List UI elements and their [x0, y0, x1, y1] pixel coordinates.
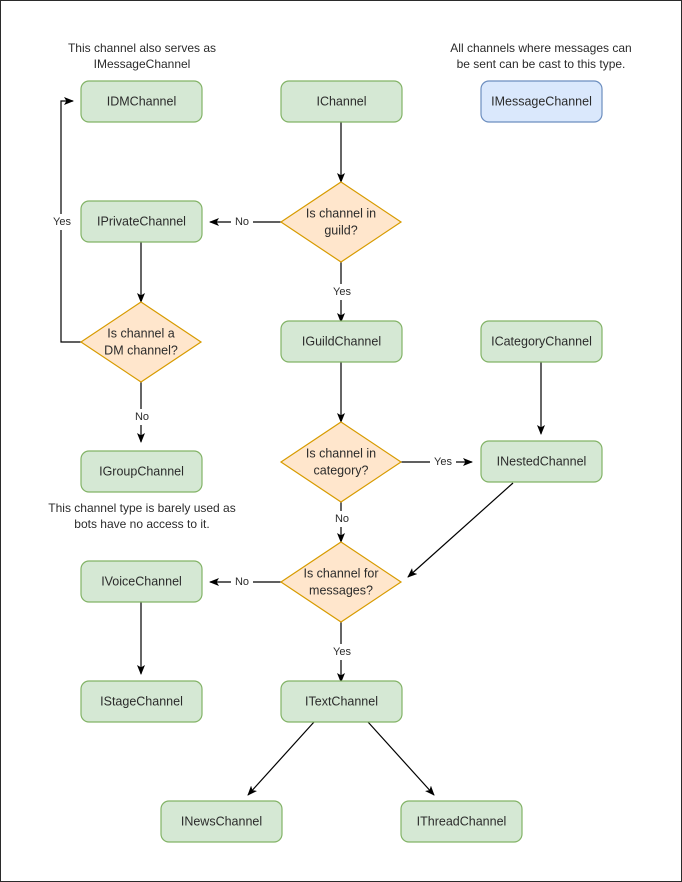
note-dm-line1: This channel also serves as	[68, 41, 216, 55]
node-idmchannel-label: IDMChannel	[107, 94, 176, 108]
node-ichannel-shape[interactable]	[280, 80, 403, 123]
edge-label-guild-no: No	[235, 216, 249, 228]
node-icategorychannel-label: ICategoryChannel	[491, 334, 592, 348]
node-iguildchannel-label: IGuildChannel	[302, 334, 381, 348]
node-idmchannel-shape[interactable]	[80, 80, 203, 123]
edge-label-messages-no: No	[235, 576, 249, 588]
decision-is-channel-in-category-shape[interactable]	[279, 421, 403, 503]
node-inestedchannel-shape[interactable]	[480, 440, 603, 483]
node-ivoicechannel-label: IVoiceChannel	[101, 574, 182, 588]
decision-is-channel-a-dm-channel-line1: Is channel a	[107, 326, 174, 340]
edge-inestedchannel-to-messages	[407, 482, 514, 578]
decision-is-channel-a-dm-channel-line2: DM channel?	[104, 343, 178, 357]
node-inewschannel-label: INewsChannel	[181, 814, 262, 828]
node-imessagechannel-shape[interactable]	[480, 80, 603, 123]
decision-is-channel-for-messages[interactable]: Is channel for messages?	[279, 541, 403, 623]
node-imessagechannel[interactable]: IMessageChannel	[480, 80, 603, 123]
node-istagechannel-label: IStageChannel	[100, 694, 183, 708]
decision-is-channel-in-category-line1: Is channel in	[306, 446, 376, 460]
node-ithreadchannel[interactable]: IThreadChannel	[400, 800, 523, 843]
decision-is-channel-in-category[interactable]: Is channel in category?	[279, 421, 403, 503]
note-dm-line2: IMessageChannel	[94, 57, 191, 71]
node-ithreadchannel-shape[interactable]	[400, 800, 523, 843]
decision-is-channel-for-messages-line2: messages?	[309, 583, 373, 597]
edge-itextchannel-to-ithreadchannel	[367, 721, 435, 796]
decision-is-channel-in-guild-line2: guild?	[324, 223, 357, 237]
decision-is-channel-in-guild-line1: Is channel in	[306, 206, 376, 220]
node-inestedchannel-label: INestedChannel	[497, 454, 587, 468]
node-igroupchannel[interactable]: IGroupChannel	[80, 450, 203, 493]
edge-label-dm-no: No	[135, 411, 149, 423]
node-ivoicechannel-shape[interactable]	[80, 560, 203, 603]
node-inewschannel-shape[interactable]	[160, 800, 283, 843]
node-inewschannel[interactable]: INewsChannel	[160, 800, 283, 843]
node-iprivatechannel-label: IPrivateChannel	[97, 214, 186, 228]
node-igroupchannel-shape[interactable]	[80, 450, 203, 493]
node-itextchannel-label: ITextChannel	[305, 694, 378, 708]
node-igroupchannel-label: IGroupChannel	[99, 464, 184, 478]
node-iprivatechannel[interactable]: IPrivateChannel	[80, 200, 203, 243]
node-itextchannel-shape[interactable]	[280, 680, 403, 723]
node-ithreadchannel-label: IThreadChannel	[417, 814, 507, 828]
decision-is-channel-for-messages-line1: Is channel for	[303, 566, 378, 580]
decision-is-channel-a-dm-channel[interactable]: Is channel a DM channel?	[79, 301, 203, 383]
edge-label-category-no: No	[335, 513, 349, 525]
decision-is-channel-in-category-line2: category?	[314, 463, 369, 477]
decision-is-channel-a-dm-channel-shape[interactable]	[79, 301, 203, 383]
edge-label-guild-yes: Yes	[333, 286, 351, 298]
edge-label-category-yes: Yes	[434, 456, 452, 468]
node-iguildchannel[interactable]: IGuildChannel	[280, 320, 403, 363]
decision-is-channel-for-messages-shape[interactable]	[279, 541, 403, 623]
node-istagechannel-shape[interactable]	[80, 680, 203, 723]
node-icategorychannel[interactable]: ICategoryChannel	[480, 320, 603, 363]
decision-is-channel-in-guild[interactable]: Is channel in guild?	[279, 181, 403, 263]
node-iguildchannel-shape[interactable]	[280, 320, 403, 363]
edge-label-dm-yes: Yes	[53, 216, 71, 228]
node-inestedchannel[interactable]: INestedChannel	[480, 440, 603, 483]
edge-itextchannel-to-inewschannel	[247, 721, 315, 796]
node-idmchannel[interactable]: IDMChannel	[80, 80, 203, 123]
node-iprivatechannel-shape[interactable]	[80, 200, 203, 243]
node-ichannel-label: IChannel	[316, 94, 366, 108]
node-istagechannel[interactable]: IStageChannel	[80, 680, 203, 723]
node-imessagechannel-label: IMessageChannel	[491, 94, 592, 108]
node-itextchannel[interactable]: ITextChannel	[280, 680, 403, 723]
note-message-line2: be sent can be cast to this type.	[457, 57, 626, 71]
note-group-line1: This channel type is barely used as	[48, 501, 235, 515]
note-group-line2: bots have no access to it.	[74, 517, 209, 531]
edge-labels: No Yes Yes No Yes No No Yes	[49, 214, 456, 660]
node-ichannel[interactable]: IChannel	[280, 80, 403, 123]
notes: This channel also serves as IMessageChan…	[48, 41, 631, 531]
edge-label-messages-yes: Yes	[333, 646, 351, 658]
node-icategorychannel-shape[interactable]	[480, 320, 603, 363]
decision-is-channel-in-guild-shape[interactable]	[279, 181, 403, 263]
node-ivoicechannel[interactable]: IVoiceChannel	[80, 560, 203, 603]
note-message-line1: All channels where messages can	[450, 41, 631, 55]
